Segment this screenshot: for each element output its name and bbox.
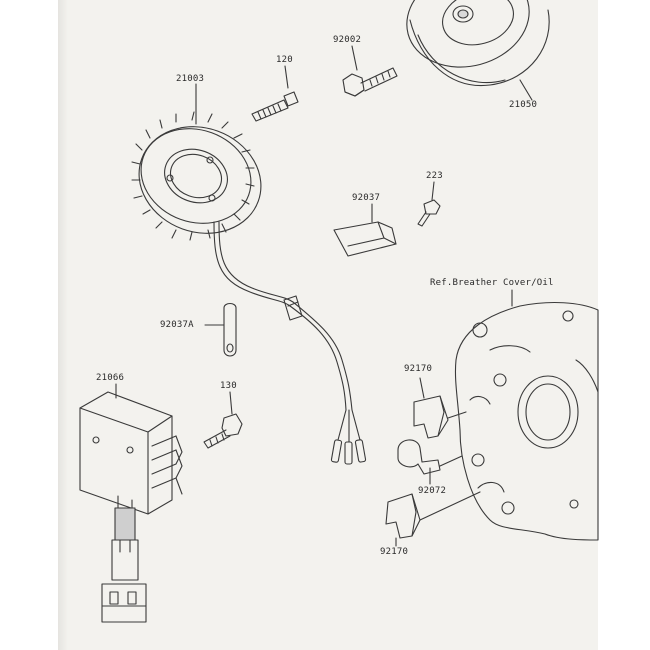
screw-223: [417, 199, 441, 227]
label-21003: 21003: [176, 74, 205, 84]
clamp-92037: [333, 221, 397, 257]
stator-21003: [131, 111, 262, 241]
leader-120: [284, 65, 289, 89]
sheet-shadow: [58, 0, 68, 650]
label-92037: 92037: [352, 193, 381, 203]
label-21066: 21066: [96, 373, 125, 383]
label-223: 223: [426, 171, 443, 181]
reference-note: Ref.Breather Cover/Oil: [430, 278, 554, 288]
catalog-sheet: [58, 0, 598, 650]
label-92170-top: 92170: [404, 364, 433, 374]
leader-130: [229, 391, 233, 415]
leader-21050: [519, 79, 533, 101]
bracket-92170-top: [413, 395, 449, 439]
label-92170-bottom: 92170: [380, 547, 409, 557]
leader-223: [431, 181, 435, 201]
clamp-92037A: [223, 302, 237, 357]
leader-92170-top: [419, 377, 425, 399]
label-92002: 92002: [333, 35, 362, 45]
label-130: 130: [220, 381, 237, 391]
screw-120: [251, 91, 299, 122]
clamp-92072: [397, 439, 441, 475]
label-92072: 92072: [418, 486, 447, 496]
bracket-92170-bottom: [385, 493, 421, 539]
breather-cover-ref: [454, 302, 599, 541]
flange-bolt-92002: [342, 67, 398, 97]
leader-92002: [351, 45, 358, 71]
stator-wire-harness: [213, 221, 367, 465]
flywheel-rotor-21050: [406, 0, 550, 87]
bolt-130: [203, 413, 243, 449]
label-21050: 21050: [509, 100, 538, 110]
regulator-rectifier-21066: [79, 391, 183, 623]
label-120: 120: [276, 55, 293, 65]
label-92037A: 92037A: [160, 320, 194, 330]
